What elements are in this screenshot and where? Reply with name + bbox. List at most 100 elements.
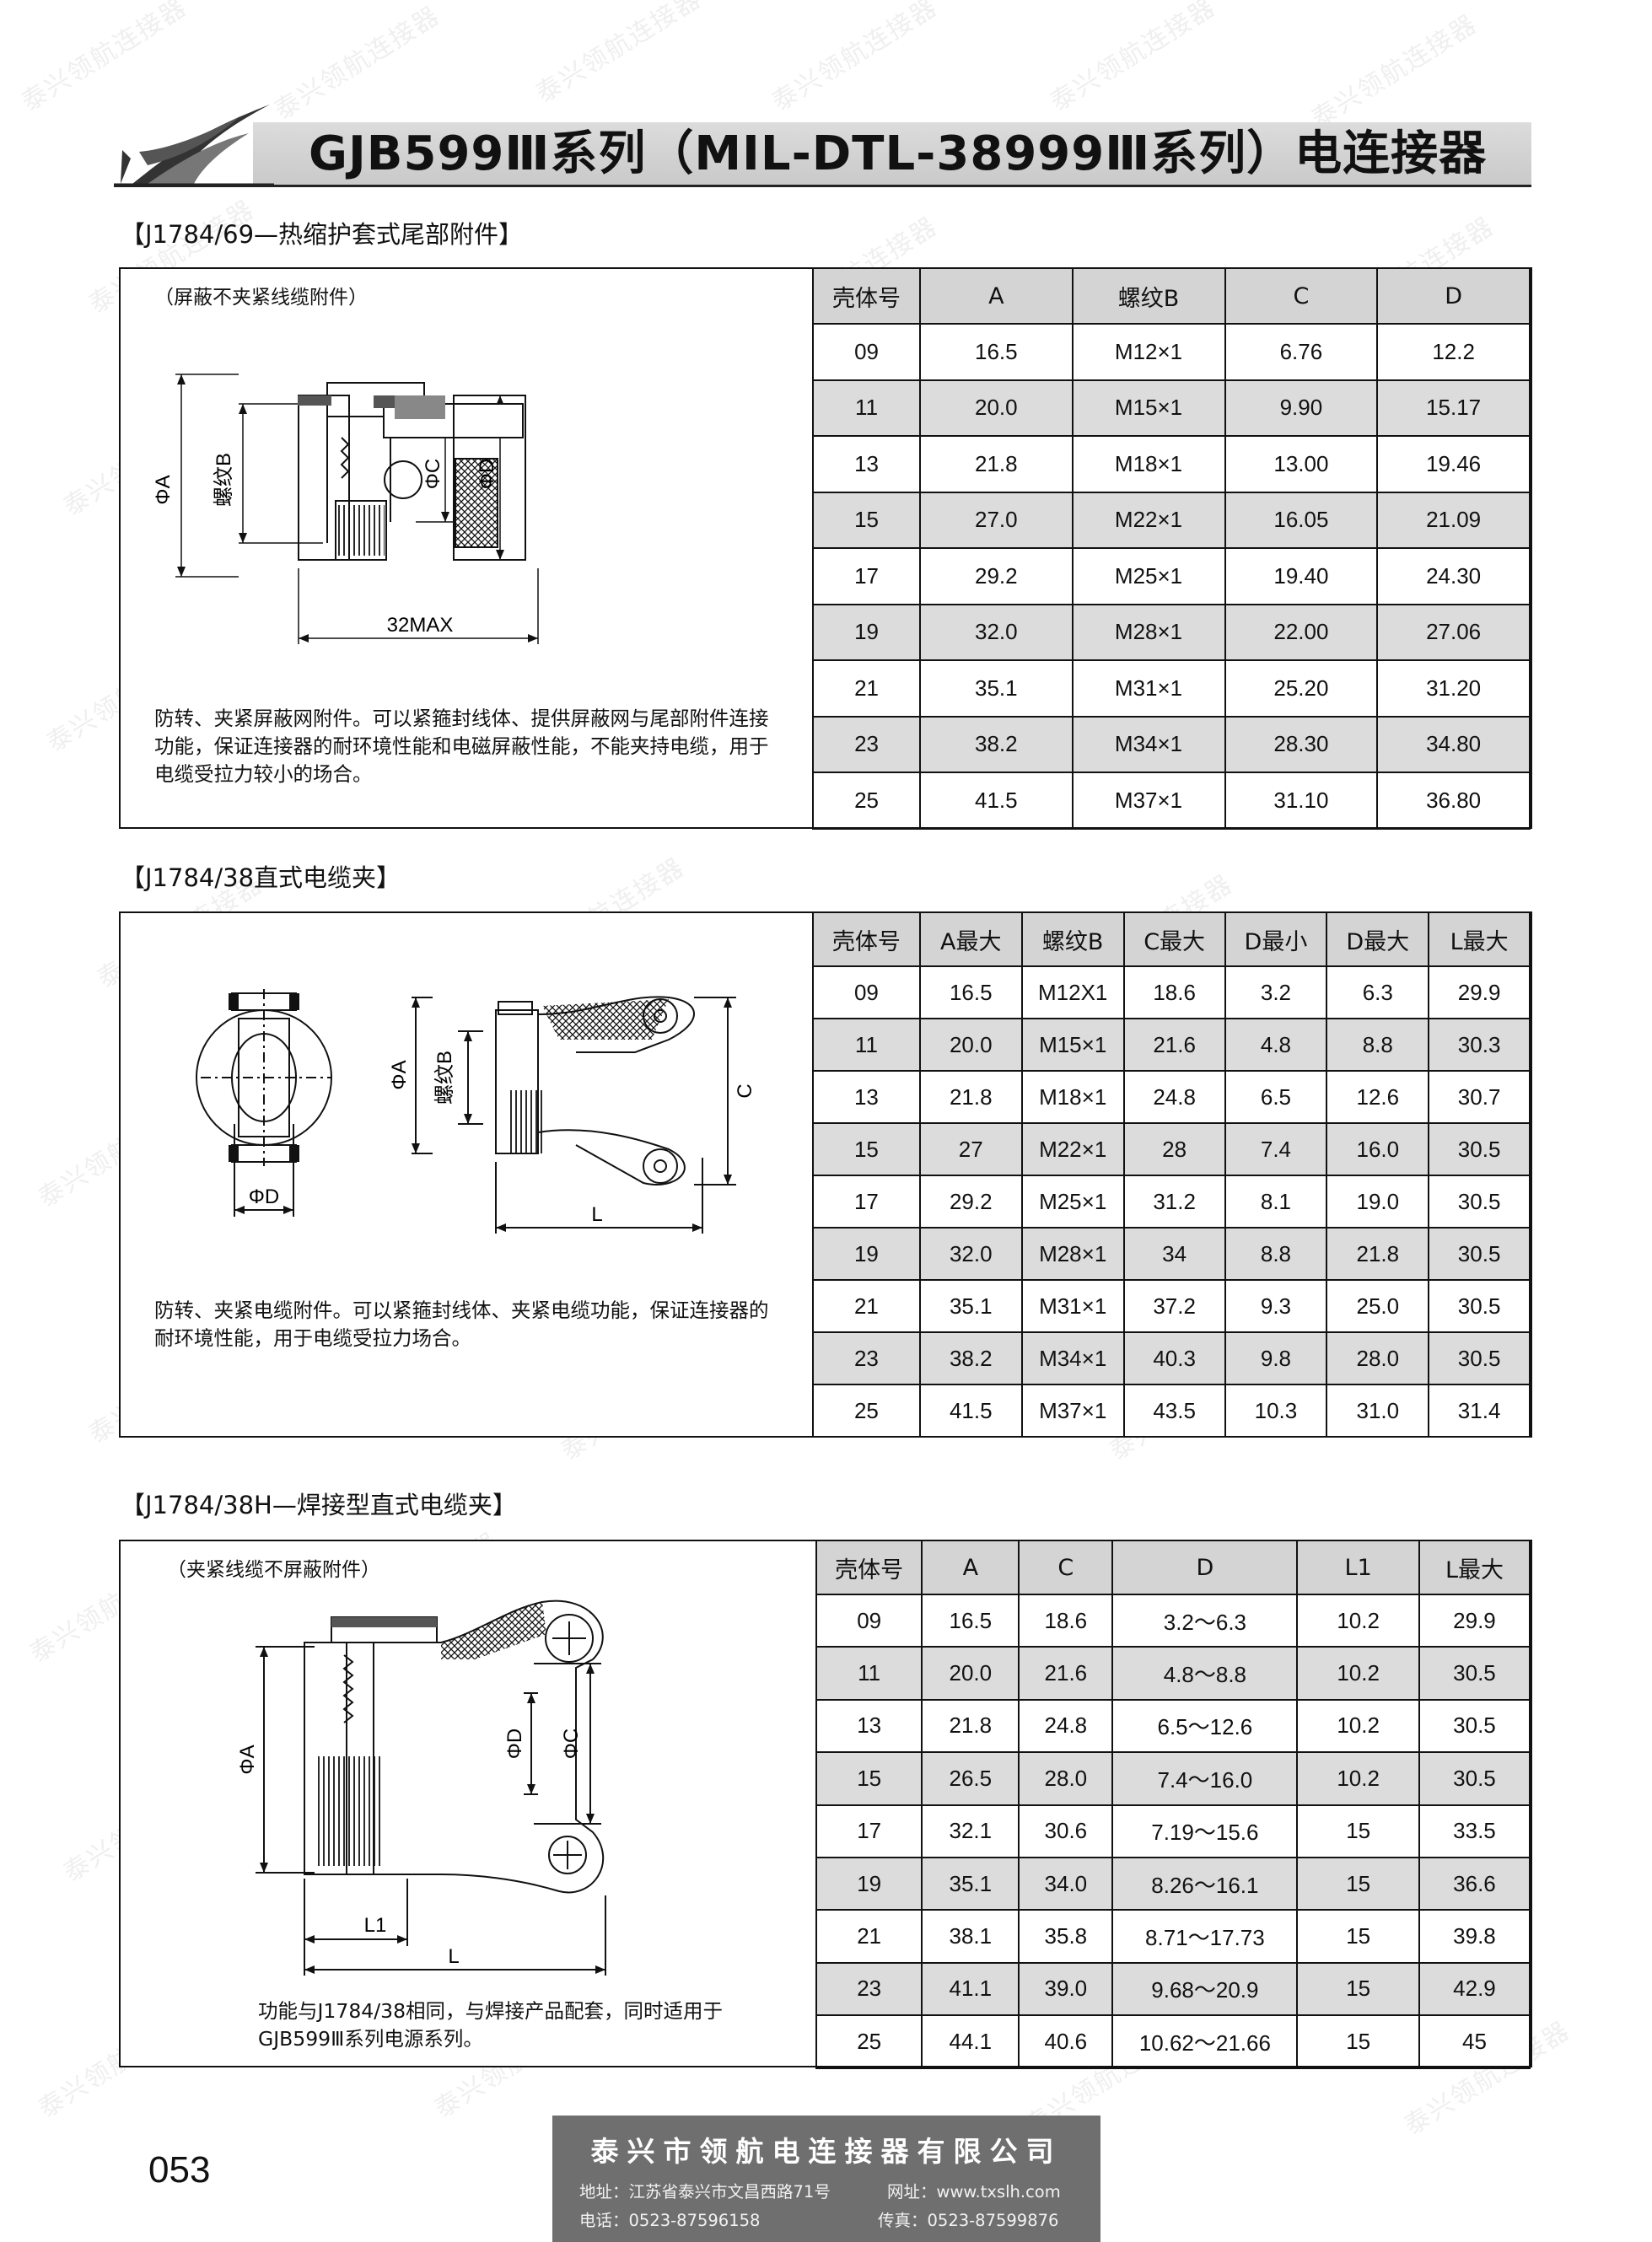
table-cell: 36.6: [1418, 1856, 1531, 1911]
table-cell: M37×1: [1020, 1384, 1125, 1438]
section-title-j1784-38h: 【J1784/38H—焊接型直式电缆夹】: [121, 1491, 517, 1519]
table-cell: 30.5: [1428, 1331, 1531, 1385]
table-cell: 24.8: [1018, 1698, 1114, 1754]
table-cell: 38.2: [918, 1331, 1023, 1385]
column-header: 壳体号: [811, 267, 922, 325]
table-cell: 09: [811, 323, 922, 381]
table-cell: 25.0: [1326, 1279, 1430, 1333]
table-cell: 7.4～16.0: [1111, 1751, 1299, 1806]
table-cell: 10.2: [1296, 1646, 1420, 1701]
table-cell: 25: [811, 772, 922, 830]
section-box-j1784-38: ΦD ΦA 螺纹B C L 防转、夹紧电缆附件。可以紧箍封线体、夹紧电缆功能，保…: [119, 911, 1532, 1438]
table-cell: M18×1: [1071, 435, 1226, 493]
table-cell: 17: [811, 547, 922, 605]
table-cell: 09: [815, 1593, 923, 1648]
table-cell: 20.0: [918, 1018, 1023, 1072]
label-phi-a: ΦA: [236, 1745, 259, 1774]
table-cell: 19: [815, 1856, 923, 1911]
table-cell: M18×1: [1020, 1070, 1125, 1124]
table-cell: 21: [812, 1279, 921, 1333]
table-cell: 9.8: [1224, 1331, 1328, 1385]
table-cell: 27: [918, 1122, 1023, 1176]
section-title-j1784-69: 【J1784/69—热缩护套式尾部附件】: [121, 220, 524, 249]
table-cell: 6.5～12.6: [1111, 1698, 1299, 1754]
table-cell: 35.1: [919, 659, 1074, 718]
description: 防转、夹紧电缆附件。可以紧箍封线体、夹紧电缆功能，保证连接器的耐环境性能，用于电…: [154, 1298, 769, 1350]
table-cell: 21.8: [918, 1070, 1023, 1124]
drawing-note: （夹紧线缆不屏蔽附件）: [167, 1559, 380, 1581]
column-header: C最大: [1122, 911, 1226, 967]
page-number: 053: [148, 2149, 211, 2191]
table-cell: 30.7: [1428, 1070, 1531, 1124]
table-cell: 19.40: [1224, 547, 1379, 605]
watermark-text: 泰兴领航连接器: [530, 0, 708, 110]
table-cell: 20.0: [919, 379, 1074, 437]
drawing-j1784-69: ΦA 螺纹B ΦC ΦD 32MAX: [152, 374, 539, 644]
table-cell: M28×1: [1020, 1227, 1125, 1281]
table-cell: 25: [815, 2014, 923, 2069]
table-cell: 19: [811, 603, 922, 661]
table-cell: 21.8: [919, 435, 1074, 493]
table-cell: 16.05: [1224, 491, 1379, 549]
table-cell: 4.8～8.8: [1111, 1646, 1299, 1701]
table-cell: M34×1: [1071, 715, 1226, 773]
label-phi-d: ΦD: [249, 1186, 279, 1208]
drawing-j1784-38: ΦD ΦA 螺纹B C L: [196, 989, 756, 1234]
description: 功能与J1784/38相同，与焊接产品配套，同时适用于GJB599Ⅲ系列电源系列…: [258, 1999, 724, 2051]
table-cell: M15×1: [1020, 1018, 1125, 1072]
table-cell: 42.9: [1418, 1961, 1531, 2017]
table-cell: 15.17: [1376, 379, 1531, 437]
table-cell: 41.1: [921, 1961, 1020, 2017]
table-cell: 15: [812, 1122, 921, 1176]
label-c: C: [734, 1083, 756, 1098]
label-l1: L1: [364, 1914, 387, 1937]
table-cell: 39.8: [1418, 1909, 1531, 1964]
table-cell: 15: [1296, 1909, 1420, 1964]
table-cell: 36.80: [1376, 772, 1531, 830]
table-cell: 30.3: [1428, 1018, 1531, 1072]
table-cell: 21.6: [1122, 1018, 1226, 1072]
column-header: 壳体号: [812, 911, 921, 967]
table-cell: 30.5: [1418, 1646, 1531, 1701]
table-cell: 10.3: [1224, 1384, 1328, 1438]
table-cell: M31×1: [1020, 1279, 1125, 1333]
table-cell: M12X1: [1020, 965, 1125, 1019]
table-cell: 29.2: [919, 547, 1074, 605]
table-cell: 30.6: [1018, 1804, 1114, 1858]
column-header: L1: [1296, 1540, 1420, 1595]
table-cell: 34.80: [1376, 715, 1531, 773]
table-cell: 29.2: [918, 1175, 1023, 1229]
column-header: L最大: [1418, 1540, 1531, 1595]
table-cell: 28: [1122, 1122, 1226, 1176]
table-cell: 32.0: [918, 1227, 1023, 1281]
table-cell: 25.20: [1224, 659, 1379, 718]
watermark-text: 泰兴领航连接器: [269, 0, 446, 126]
table-cell: 26.5: [921, 1751, 1020, 1806]
table-cell: M31×1: [1071, 659, 1226, 718]
table-cell: M34×1: [1020, 1331, 1125, 1385]
watermark-text: 泰兴领航连接器: [767, 0, 944, 118]
table-cell: 33.5: [1418, 1804, 1531, 1858]
drawing-j1784-38h: ΦA ΦD ΦC L1 L: [236, 1600, 606, 1976]
table-cell: 27.06: [1376, 603, 1531, 661]
table-cell: 39.0: [1018, 1961, 1114, 2017]
column-header: A最大: [918, 911, 1023, 967]
table-cell: 10.2: [1296, 1698, 1420, 1754]
table-cell: 38.1: [921, 1909, 1020, 1964]
label-l: L: [448, 1945, 459, 1968]
table-cell: M25×1: [1071, 547, 1226, 605]
table-cell: 19.46: [1376, 435, 1531, 493]
table-cell: 3.2: [1224, 965, 1328, 1019]
